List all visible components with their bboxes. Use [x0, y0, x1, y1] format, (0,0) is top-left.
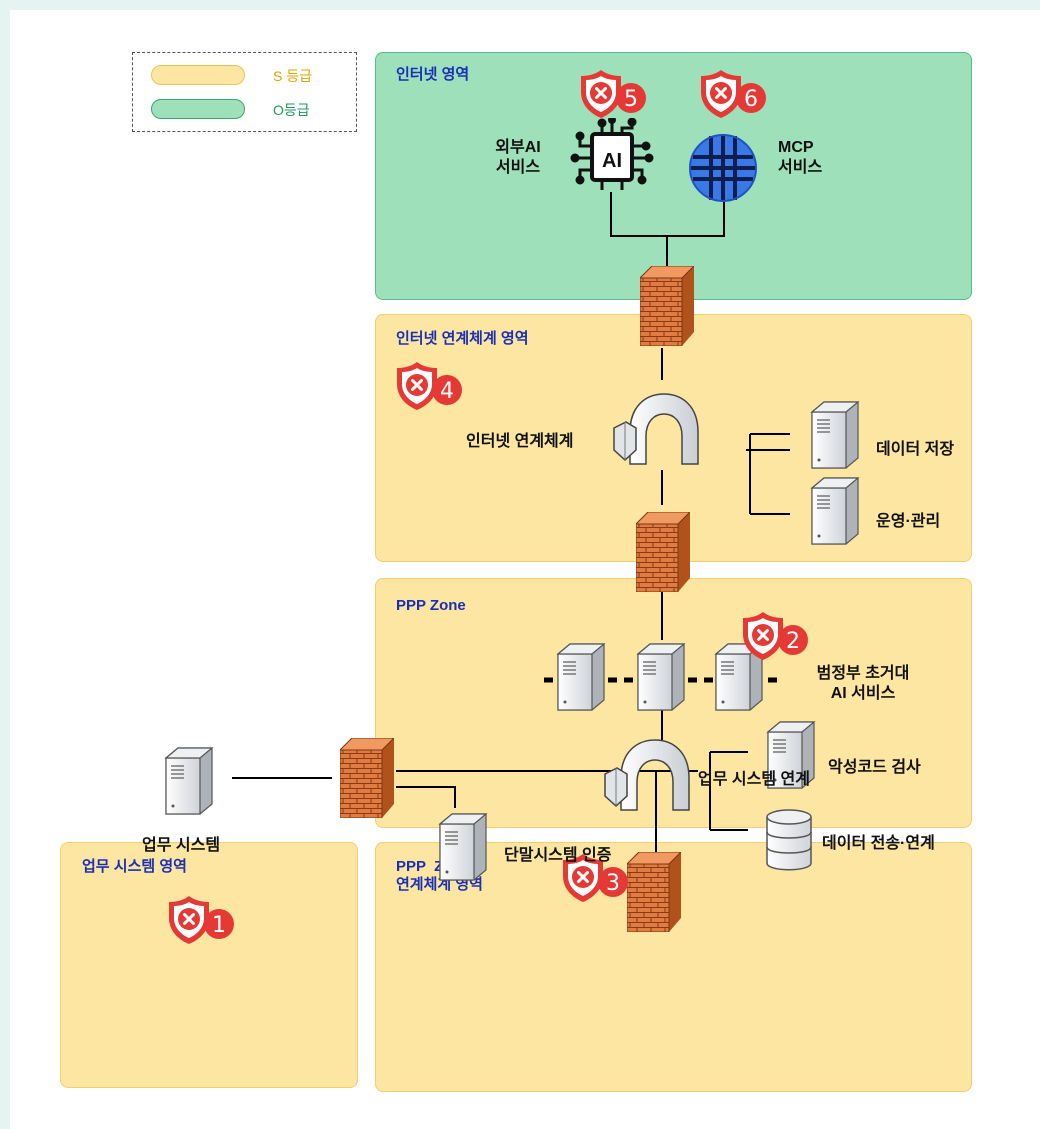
risk-badge-number: 2 — [786, 629, 800, 654]
zone-internet — [375, 52, 972, 300]
shield-x-icon: 2 — [743, 612, 808, 660]
external-ai-label: 외부AI 서비스 — [495, 139, 541, 176]
mcp-label: MCP 서비스 — [778, 139, 823, 176]
risk-badge-number: 1 — [212, 913, 226, 938]
legend-s-label: S 등급 — [273, 68, 312, 84]
risk-badge-number: 4 — [440, 379, 454, 404]
server-icon — [766, 721, 816, 789]
server-icon — [556, 643, 606, 711]
business-link-label: 업무 시스템 연계 — [698, 771, 810, 788]
firewall-icon — [636, 512, 690, 592]
firewall-icon — [340, 738, 394, 818]
server-icon — [714, 643, 764, 711]
legend-o-label: O등급 — [273, 102, 310, 118]
svg-text:AI: AI — [602, 150, 622, 172]
gateway-icon — [604, 739, 690, 811]
server-icon — [164, 747, 214, 815]
risk-badge-number: 5 — [624, 87, 638, 112]
server-icon — [810, 477, 860, 545]
firewall-icon — [640, 266, 694, 346]
server-icon — [636, 643, 686, 711]
firewall-icon — [627, 852, 681, 932]
server-icon — [810, 401, 860, 469]
zone-ppp-title: PPP Zone — [396, 597, 466, 614]
legend-o-swatch — [151, 99, 245, 119]
ai-chip-icon: AI — [570, 118, 654, 190]
shield-x-icon: 6 — [701, 70, 766, 118]
shield-x-icon: 3 — [563, 854, 628, 902]
risk-badge-number: 3 — [606, 871, 620, 896]
database-icon — [766, 809, 812, 871]
business-system-label: 업무 시스템 — [142, 837, 221, 854]
terminal-auth-label: 단말시스템 인증 — [504, 847, 612, 864]
shield-x-icon: 5 — [581, 70, 646, 118]
zone-internet-link-title: 인터넷 연계체계 영역 — [396, 330, 529, 347]
zone-business-title: 업무 시스템 영역 — [82, 858, 187, 875]
risk-badge-number: 6 — [744, 87, 758, 112]
pan-gov-ai-label: 범정부 초거대 AI 서비스 — [816, 665, 910, 702]
internet-gateway-label: 인터넷 연계체계 — [466, 433, 574, 450]
shield-x-icon: 1 — [169, 896, 234, 944]
shield-x-icon: 4 — [397, 362, 462, 410]
legend-s-swatch — [151, 65, 245, 85]
server-icon — [438, 813, 488, 881]
zone-internet-title: 인터넷 영역 — [396, 66, 470, 83]
data-transfer-label: 데이터 전송·연계 — [822, 835, 935, 852]
malware-scan-label: 악성코드 검사 — [828, 759, 921, 776]
ops-mgmt-label: 운영·관리 — [876, 513, 941, 530]
gateway-icon — [613, 393, 699, 465]
zone-business — [60, 842, 358, 1088]
legend: S 등급 O등급 — [132, 52, 357, 132]
data-storage-label: 데이터 저장 — [876, 441, 955, 458]
globe-icon — [689, 134, 757, 202]
